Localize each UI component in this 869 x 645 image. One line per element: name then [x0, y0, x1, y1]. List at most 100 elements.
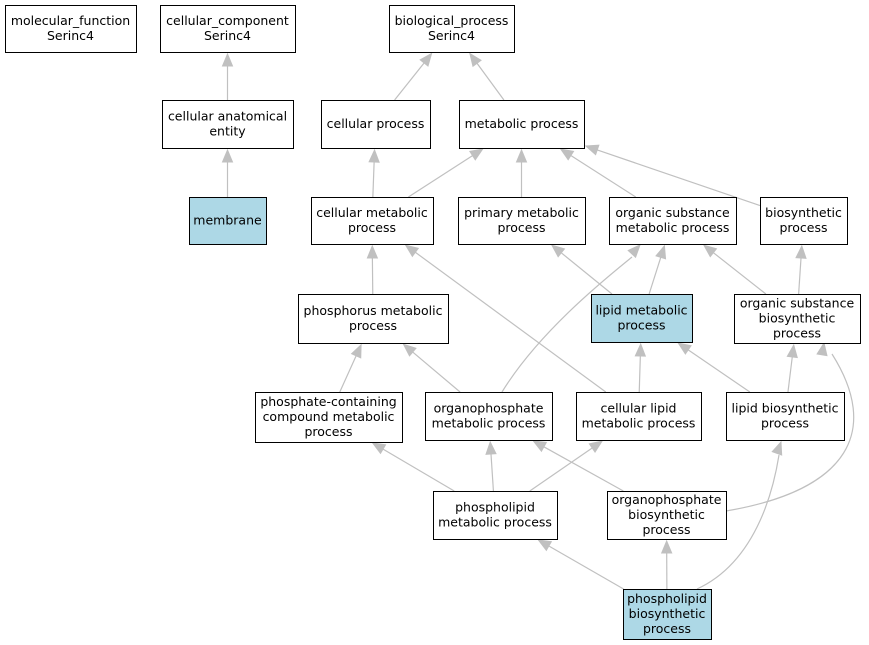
edge-plbp-to-plmp: [537, 539, 624, 590]
node-label-line: biosynthetic: [759, 311, 836, 326]
edge-arrowhead: [588, 440, 604, 453]
node-label-line: process: [497, 220, 545, 235]
edge-cmp-to-metabolic_process: [408, 148, 484, 198]
node-label-line: organic substance: [615, 205, 730, 220]
node-box: [726, 392, 845, 441]
node-box: [255, 392, 403, 443]
node-label-line: cellular_component: [166, 13, 289, 28]
edge-arrowhead: [634, 342, 647, 357]
edge-clmp-to-lmp: [634, 342, 647, 393]
edge-cmp-to-cellular_process: [368, 148, 380, 198]
edge-line: [476, 62, 505, 101]
edge-arrowhead: [469, 148, 484, 161]
edge-line: [501, 256, 633, 393]
node-label-line: metabolic process: [582, 416, 696, 431]
node-box: [160, 5, 296, 53]
edge-arrowhead: [404, 244, 420, 258]
edge-arrowhead: [469, 52, 482, 68]
edge-metabolic_process-to-bp_root: [469, 52, 505, 101]
edge-line: [570, 155, 637, 198]
edge-line: [712, 252, 767, 295]
edge-arrowhead: [402, 343, 417, 357]
node-label-line: organic substance: [740, 296, 855, 311]
edge-line: [529, 447, 593, 492]
edge-plmp-to-clmp: [529, 440, 604, 492]
node-box: [591, 294, 693, 343]
edge-arrowhead: [366, 244, 379, 259]
node-box: [459, 100, 585, 149]
node-label-line: compound metabolic: [263, 409, 395, 424]
edge-arrowhead: [550, 244, 566, 258]
edge-arrowhead: [419, 52, 433, 67]
edge-membrane-to-cae: [221, 148, 234, 197]
node-label-line: process: [761, 416, 809, 431]
edge-opmp-to-phos_mp: [402, 343, 461, 393]
node-label-line: process: [348, 220, 396, 235]
edge-lbp-to-lmp: [677, 342, 751, 393]
node-box: [162, 100, 294, 149]
edge-cae-to-cc_root: [221, 52, 234, 100]
edge-line: [372, 161, 375, 198]
edge-line: [412, 351, 461, 393]
node-box: [425, 392, 553, 441]
node-membrane[interactable]: membrane: [189, 197, 267, 245]
edge-line: [408, 155, 473, 198]
edge-lmp-to-pmp: [550, 244, 613, 295]
node-metabolic_process[interactable]: metabolic process: [459, 100, 585, 149]
node-box: [760, 197, 848, 245]
edge-arrowhead: [677, 342, 692, 355]
edge-osbp-to-osmp: [702, 244, 767, 295]
edge-osbp-to-bsp: [795, 244, 807, 295]
node-label-line: lipid biosynthetic: [732, 401, 839, 416]
node-label-line: metabolic process: [465, 116, 579, 131]
node-label-line: Serinc4: [204, 28, 251, 43]
node-box: [609, 197, 737, 245]
node-label-line: process: [349, 318, 397, 333]
edges-layer: [221, 52, 855, 590]
edge-arrowhead: [559, 148, 575, 161]
node-label-line: organophosphate: [434, 401, 544, 416]
edge-line: [394, 62, 425, 101]
node-label-line: process: [304, 424, 352, 439]
edge-line: [798, 257, 802, 295]
node-box: [607, 491, 727, 540]
node-box: [576, 392, 702, 441]
edge-line: [696, 454, 780, 590]
node-box: [623, 589, 712, 640]
node-label-line: metabolic process: [438, 515, 552, 530]
node-label-line: metabolic process: [616, 220, 730, 235]
node-cellular_process[interactable]: cellular process: [321, 100, 431, 149]
edge-arrowhead: [795, 244, 807, 259]
node-box: [298, 294, 449, 344]
edge-arrowhead: [771, 440, 783, 456]
node-label-line: entity: [209, 124, 246, 139]
edge-opmp-to-osmp: [501, 244, 641, 393]
node-box: [389, 5, 515, 53]
edge-line: [638, 355, 641, 393]
edge-arrowhead: [627, 244, 641, 259]
node-label-line: cellular anatomical: [168, 109, 287, 124]
node-label-line: primary metabolic: [464, 205, 579, 220]
edge-arrowhead: [655, 244, 667, 260]
node-box: [734, 294, 861, 344]
edge-arrowhead: [702, 244, 718, 258]
node-label-line: biosynthetic: [628, 507, 705, 522]
